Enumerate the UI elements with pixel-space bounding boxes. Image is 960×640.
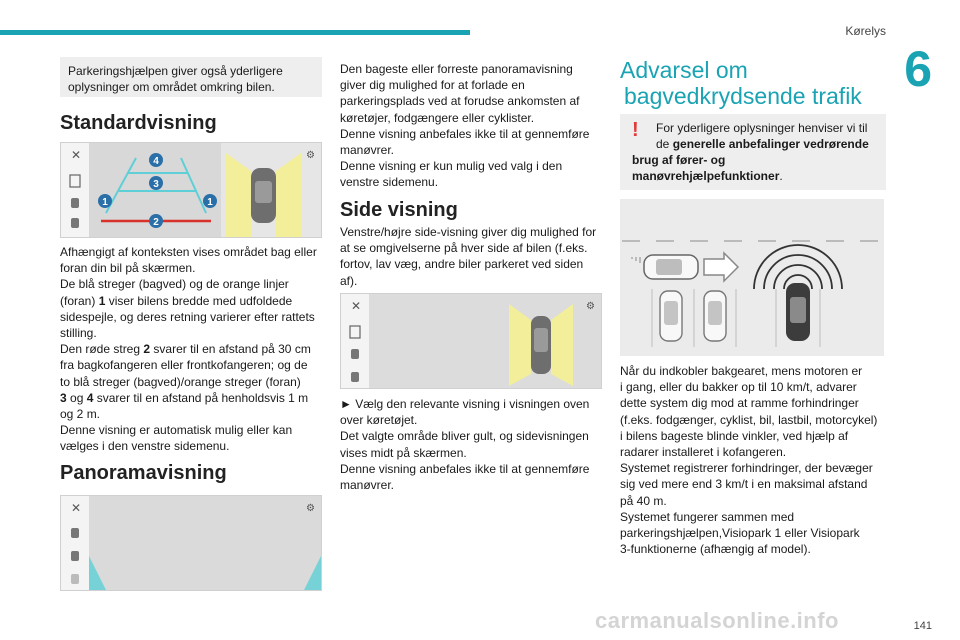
- settings-icon: ⚙: [306, 150, 315, 161]
- rcta-heading: Advarsel om bagvedkrydsende trafik: [620, 57, 862, 109]
- marker-4-label: 4: [153, 156, 159, 167]
- standard-view-illustration: ✕ 1 1 2 3 4 ⚙: [61, 143, 321, 237]
- panorama-heading: Panoramavisning: [60, 462, 227, 484]
- side-view-illustration: ✕ ⚙: [341, 294, 601, 388]
- intro-note: Parkeringshjælpen giver også yderligere …: [60, 57, 322, 97]
- intro-text: Parkeringshjælpen giver også yderligere …: [68, 64, 283, 94]
- panorama-view-illustration: ✕ ⚙: [61, 496, 321, 590]
- close-icon: ✕: [71, 501, 81, 515]
- car-icon-b: [71, 218, 79, 228]
- zone-right: [276, 153, 301, 237]
- marker-2-label: 2: [153, 217, 159, 228]
- chapter-number: 6: [904, 41, 932, 97]
- marker-2: [149, 214, 163, 228]
- section-title: Kørelys: [845, 24, 886, 38]
- standard-heading: Standardvisning: [60, 112, 217, 134]
- rcta-description: Når du indkobler bakgearet, mens motoren…: [620, 364, 878, 557]
- marker-1-left-label: 1: [102, 197, 108, 208]
- marker-1-left: [98, 194, 112, 208]
- car-icon-a: [71, 528, 79, 538]
- radar-waves: [753, 244, 843, 290]
- direction-arrow: [703, 251, 740, 283]
- marker-1-right-label: 1: [207, 197, 213, 208]
- side-zone-right: [551, 304, 573, 386]
- guide-right: [180, 157, 207, 214]
- car-icon-b: [71, 551, 79, 561]
- warning-note: ! For yderligere oplysninger henviser vi…: [620, 114, 886, 190]
- standard-view-screen: ✕ 1 1 2 3 4 ⚙: [60, 142, 322, 238]
- car-icon-c: [71, 574, 79, 584]
- zone-left: [226, 153, 251, 237]
- marker-3: [149, 176, 163, 190]
- standard-description: Afhængigt af konteksten vises området ba…: [60, 245, 317, 454]
- car-icon-a: [71, 198, 79, 208]
- rcta-figure: [620, 199, 884, 356]
- select-view-instructions: ► Vælg den relevante visning i visningen…: [340, 397, 590, 493]
- panorama-description: Den bageste eller forreste panoramavisni…: [340, 62, 590, 190]
- marker-1-right: [203, 194, 217, 208]
- side-zone-left: [509, 304, 531, 386]
- side-description: Venstre/højre side-visning giver dig mul…: [340, 225, 597, 288]
- exclamation-icon: !: [632, 119, 639, 141]
- top-accent-bar: [0, 30, 470, 35]
- side-heading: Side visning: [340, 199, 458, 221]
- settings-icon: ⚙: [306, 503, 315, 514]
- panorama-view-screen: ✕ ⚙: [60, 495, 322, 591]
- view-icon-top: [69, 174, 81, 188]
- watermark: carmanualsonline.info: [595, 608, 839, 633]
- page-number: 141: [913, 620, 932, 632]
- marker-4: [149, 153, 163, 167]
- marker-3-label: 3: [153, 179, 159, 190]
- pano-guide-right: [304, 556, 321, 590]
- close-icon: ✕: [351, 299, 361, 313]
- close-icon: ✕: [71, 148, 81, 162]
- pano-guide-left: [89, 556, 106, 590]
- settings-icon: ⚙: [586, 301, 595, 312]
- rcta-illustration: [620, 199, 884, 356]
- side-view-screen: ✕ ⚙: [340, 293, 602, 389]
